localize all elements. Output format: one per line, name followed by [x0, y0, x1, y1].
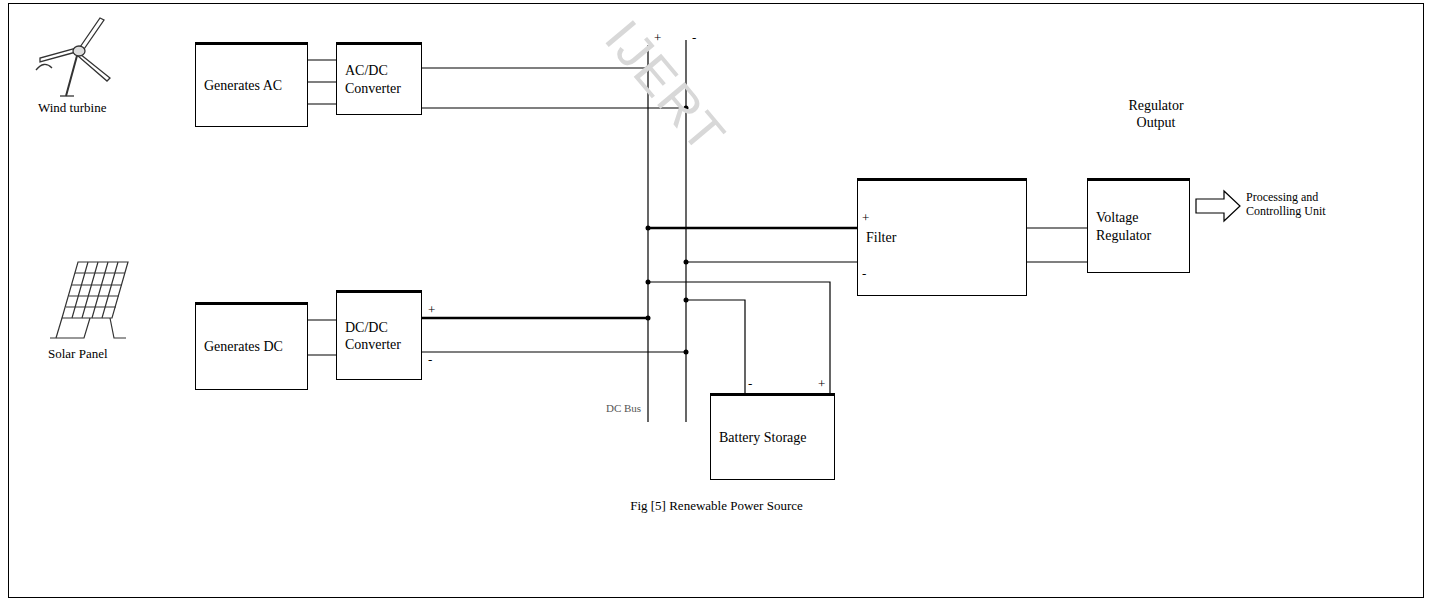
process-box: AC/DC Converter [336, 42, 422, 115]
annotation-label: + [818, 376, 838, 392]
process-box: Voltage Regulator [1087, 178, 1190, 273]
annotation-label: - [692, 30, 712, 46]
figure-caption: Fig [5] Renewable Power Source [0, 498, 1433, 514]
box-label: Filter [866, 229, 1018, 247]
annotation-label: Wind turbine [38, 100, 138, 116]
box-label: Generates DC [204, 338, 299, 356]
process-box: Battery Storage [710, 393, 835, 480]
output-arrow [1196, 191, 1240, 221]
annotation-label: Regulator Output [1120, 98, 1192, 132]
annotation-label: Solar Panel [48, 346, 148, 362]
annotation-label: + [862, 210, 882, 226]
wire-connector [1027, 228, 1087, 262]
annotation-label: + [654, 30, 674, 46]
wind-turbine-illustration [36, 18, 110, 96]
process-box: Generates DC [195, 302, 308, 390]
annotation-label: + [428, 302, 448, 318]
solar-panel-illustration [50, 262, 128, 338]
box-label: Battery Storage [719, 429, 826, 447]
watermark: IJERT [592, 8, 738, 166]
annotation-label: - [748, 376, 768, 392]
annotation-label: Processing and Controlling Unit [1246, 190, 1346, 219]
box-label: Voltage Regulator [1096, 209, 1181, 244]
process-box: DC/DC Converter [336, 290, 422, 380]
annotation-label: DC Bus [606, 402, 666, 415]
process-box: Generates AC [195, 42, 308, 127]
annotation-label: - [428, 352, 448, 368]
box-label: AC/DC Converter [345, 62, 413, 97]
wire-connector [308, 320, 336, 355]
wire-connector [308, 60, 336, 104]
annotation-label: - [862, 266, 882, 282]
box-label: Generates AC [204, 77, 299, 95]
process-box: Filter [857, 178, 1027, 296]
box-label: DC/DC Converter [345, 319, 413, 354]
